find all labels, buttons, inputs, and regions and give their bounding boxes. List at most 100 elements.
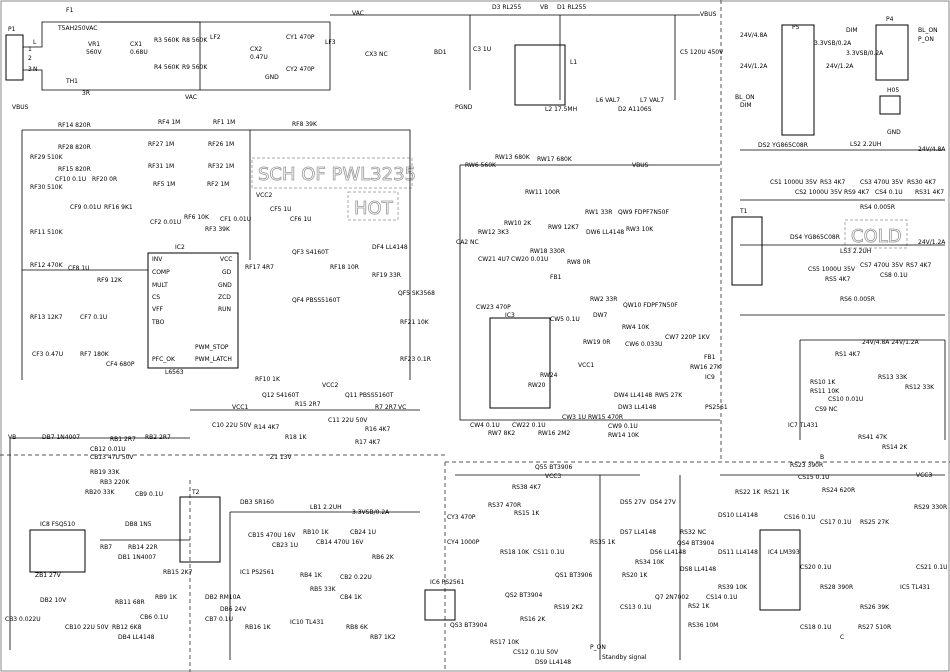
component-label-rs37: RS37 470R: [488, 502, 521, 509]
component-label-cb4: CB4 1K: [340, 594, 363, 601]
component-label-vbus1: VBUS: [700, 11, 717, 18]
component-label-vac2: VAC: [185, 94, 197, 101]
component-label-c5: C5 120U 450V: [680, 49, 724, 56]
inductor-l1: [514, 44, 566, 106]
component-label-p5-24v48: 24V/4.8A: [740, 32, 768, 39]
component-label-cf6: CF6 1U: [290, 216, 312, 223]
component-label-cb9: CB9 0.1U: [135, 491, 163, 498]
component-label-vcc3b: VCC3: [916, 472, 932, 479]
component-label-cb3: CB3 0.022U: [5, 616, 41, 623]
component-label-ic9: IC9: [705, 374, 715, 381]
component-label-ds4: DS4 YG865C08R: [790, 234, 840, 241]
component-label-rb6: RB6 2K: [372, 554, 395, 561]
component-label-ic2-gnd: GND: [218, 282, 232, 289]
component-label-qs3: QS3 BT3904: [450, 622, 487, 629]
component-label-cb23: CB23 1U: [272, 542, 298, 549]
component-label-rb7b: RB7 1K2: [370, 634, 396, 641]
component-label-rf19: RF19 33R: [372, 272, 401, 279]
component-label-rw15: RW15 470R: [588, 414, 623, 421]
component-label-p5-dim: DIM: [740, 102, 752, 109]
component-label-q55: Q55 BT3906: [535, 464, 572, 471]
component-label-ic8: IC8 FSQ510: [40, 521, 75, 528]
title-box: [251, 157, 413, 189]
component-label-rb12: RB12 6K8: [112, 624, 142, 631]
component-label-rs12: RS12 33K: [905, 384, 935, 391]
component-label-ic2-zcd: ZCD: [218, 294, 231, 301]
component-label-qs4: QS4 BT3904: [677, 540, 714, 547]
component-label-db1: DB1 1N4007: [118, 554, 156, 561]
component-label-ic2-tbo: TBO: [151, 319, 165, 326]
component-label-rb11: RB11 68R: [115, 599, 145, 606]
component-label-rs32: RS32 NC: [680, 529, 706, 536]
component-label-rb14: RB14 22R: [128, 544, 158, 551]
component-label-t1: T1: [739, 208, 748, 215]
component-label-cw22: CW22 0.1U: [512, 422, 546, 429]
component-label-rs30: RS30 4K7: [907, 179, 936, 186]
component-label-rf9: RF9 12K: [97, 277, 123, 284]
component-label-rw16: RW16 2M2: [538, 430, 570, 437]
component-label-rs21: RS21 1K: [764, 489, 790, 496]
component-label-r16: R16 4K7: [365, 426, 390, 433]
component-label-ic2-inv: INV: [152, 256, 163, 263]
component-label-c: C: [840, 634, 844, 641]
component-label-rf14: RF14 820R: [58, 122, 91, 129]
component-label-cs1: CS1 1000U 35V: [770, 179, 818, 186]
component-label-cw4: CW4 0.1U: [470, 422, 500, 429]
component-label-rf8: RF8 39K: [292, 121, 318, 128]
component-label-vb2: VB: [8, 434, 16, 441]
component-label-r15: R15 2R7: [295, 401, 321, 408]
component-label-cx2: CX2: [250, 46, 262, 53]
component-label-cb15: CB15 470U 16V: [248, 532, 296, 539]
component-label-rw1: RW1 33R: [585, 209, 612, 216]
component-label-rs26: RS26 39K: [860, 604, 890, 611]
component-label-cs16: CS16 0.1U: [784, 514, 815, 521]
component-label-cs10: CS10 0.01U: [828, 396, 863, 403]
component-label-l6: L6 VAL7: [596, 97, 620, 104]
component-label-ls2: LS2 2.2UH: [850, 141, 881, 148]
ic3-body: [489, 317, 551, 409]
component-label-cf3: CF3 0.47U: [32, 351, 63, 358]
component-label-ic5: IC5 TL431: [900, 584, 930, 591]
component-label-rs22: RS22 1K: [735, 489, 761, 496]
component-label-ic9-part: PS2561: [705, 404, 728, 411]
component-label-l7: L7 VAL7: [640, 97, 664, 104]
component-label-rb8: RB8 6K: [346, 624, 369, 631]
component-label-cb2: CB2 0.22U: [340, 574, 372, 581]
component-label-rw7: RW7 8K2: [488, 430, 515, 437]
component-label-rs3: RS3 4K7: [820, 179, 845, 186]
component-label-rs5: RS5 4K7: [825, 276, 850, 283]
component-label-rf1: RF1 1M: [213, 119, 235, 126]
component-label-d1: D1 RL255: [557, 4, 586, 11]
component-label-ic10: IC10 TL431: [290, 619, 324, 626]
component-label-cs15: CS15 0.1U: [798, 474, 829, 481]
component-label-t2: T2: [191, 489, 200, 496]
component-label-cs20: CS20 0.1U: [800, 564, 831, 571]
component-label-cf9: CF9 0.01U: [70, 204, 101, 211]
component-label-vbus2: VBUS: [12, 104, 29, 111]
component-label-rs11: RS11 10K: [810, 388, 840, 395]
component-label-db2: DB2 RM10A: [205, 594, 241, 601]
transformer-t2: [179, 496, 221, 563]
title-text: SCH OF PWL3235: [258, 164, 416, 185]
component-label-cs13: CS13 0.1U: [620, 604, 651, 611]
component-label-rs27: RS27 510R: [858, 624, 891, 631]
component-label-rw24: RW24: [540, 372, 558, 379]
hot-text: HOT: [354, 198, 394, 219]
component-label-db3: DB3 SR160: [240, 499, 274, 506]
component-label-rs38: RS38 4K7: [512, 484, 541, 491]
component-label-rw16b: RW16 27K: [690, 364, 722, 371]
component-label-vcc2: VCC2: [256, 192, 272, 199]
component-label-rb10: RB10 1K: [303, 529, 330, 536]
component-label-ic2-part: L6563: [165, 369, 184, 376]
component-label-p4-dim: DIM: [846, 27, 858, 34]
component-label-p1: P1: [8, 26, 16, 33]
component-label-rs41: RS41 47K: [858, 434, 888, 441]
component-label-rf10: RF10 1K: [255, 376, 281, 383]
component-label-cb10: CB10 22U 50V: [65, 624, 109, 631]
component-label-cw7: CW7 220P 1KV: [665, 334, 711, 341]
component-label-p1-l: L: [33, 39, 37, 46]
component-label-rf26: RF26 1M: [208, 141, 234, 148]
component-label-cs5: CS5 1000U 35V: [808, 266, 856, 273]
component-label-cs8: CS8 0.1U: [880, 272, 908, 279]
